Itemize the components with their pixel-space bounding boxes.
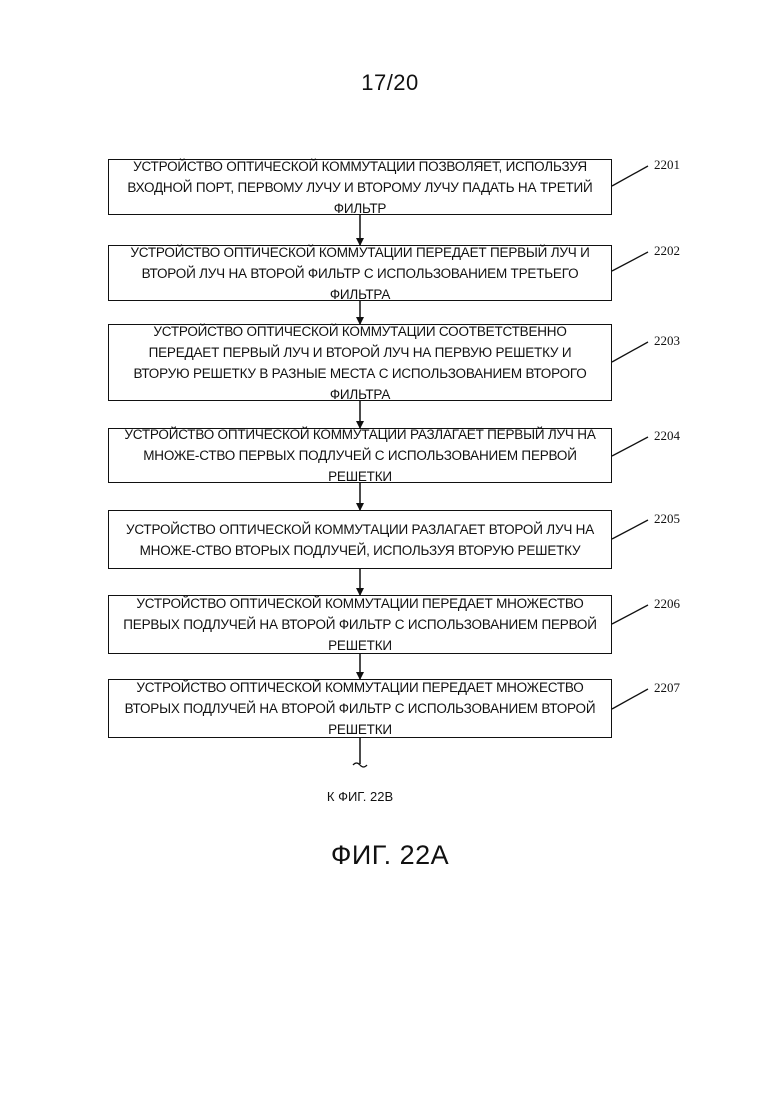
continuation-label: К ФИГ. 22В xyxy=(280,789,440,804)
leader-2204 xyxy=(612,437,648,456)
step-text: УСТРОЙСТВО ОПТИЧЕСКОЙ КОММУТАЦИИ РАЗЛАГА… xyxy=(119,519,601,561)
step-ref-2207: 2207 xyxy=(654,680,680,696)
step-text: УСТРОЙСТВО ОПТИЧЕСКОЙ КОММУТАЦИИ ПЕРЕДАЕ… xyxy=(119,593,601,656)
step-text: УСТРОЙСТВО ОПТИЧЕСКОЙ КОММУТАЦИИ СООТВЕТ… xyxy=(119,321,601,405)
break-mark xyxy=(353,763,367,767)
step-ref-2206: 2206 xyxy=(654,596,680,612)
figure-title: ФИГ. 22А xyxy=(0,840,780,871)
step-box-2204: УСТРОЙСТВО ОПТИЧЕСКОЙ КОММУТАЦИИ РАЗЛАГА… xyxy=(108,428,612,483)
step-box-2206: УСТРОЙСТВО ОПТИЧЕСКОЙ КОММУТАЦИИ ПЕРЕДАЕ… xyxy=(108,595,612,654)
page-number: 17/20 xyxy=(0,70,780,96)
step-text: УСТРОЙСТВО ОПТИЧЕСКОЙ КОММУТАЦИИ ПОЗВОЛЯ… xyxy=(119,156,601,219)
step-box-2205: УСТРОЙСТВО ОПТИЧЕСКОЙ КОММУТАЦИИ РАЗЛАГА… xyxy=(108,510,612,569)
step-box-2202: УСТРОЙСТВО ОПТИЧЕСКОЙ КОММУТАЦИИ ПЕРЕДАЕ… xyxy=(108,245,612,301)
step-ref-2204: 2204 xyxy=(654,428,680,444)
step-ref-2201: 2201 xyxy=(654,157,680,173)
step-ref-2203: 2203 xyxy=(654,333,680,349)
step-box-2201: УСТРОЙСТВО ОПТИЧЕСКОЙ КОММУТАЦИИ ПОЗВОЛЯ… xyxy=(108,159,612,215)
step-text: УСТРОЙСТВО ОПТИЧЕСКОЙ КОММУТАЦИИ ПЕРЕДАЕ… xyxy=(119,242,601,305)
leader-2207 xyxy=(612,689,648,709)
step-ref-2205: 2205 xyxy=(654,511,680,527)
step-ref-2202: 2202 xyxy=(654,243,680,259)
leader-2202 xyxy=(612,252,648,271)
leader-2203 xyxy=(612,342,648,362)
leader-2206 xyxy=(612,605,648,624)
leader-2205 xyxy=(612,520,648,539)
step-box-2203: УСТРОЙСТВО ОПТИЧЕСКОЙ КОММУТАЦИИ СООТВЕТ… xyxy=(108,324,612,401)
step-text: УСТРОЙСТВО ОПТИЧЕСКОЙ КОММУТАЦИИ ПЕРЕДАЕ… xyxy=(119,677,601,740)
step-box-2207: УСТРОЙСТВО ОПТИЧЕСКОЙ КОММУТАЦИИ ПЕРЕДАЕ… xyxy=(108,679,612,738)
leader-2201 xyxy=(612,166,648,186)
step-text: УСТРОЙСТВО ОПТИЧЕСКОЙ КОММУТАЦИИ РАЗЛАГА… xyxy=(119,424,601,487)
